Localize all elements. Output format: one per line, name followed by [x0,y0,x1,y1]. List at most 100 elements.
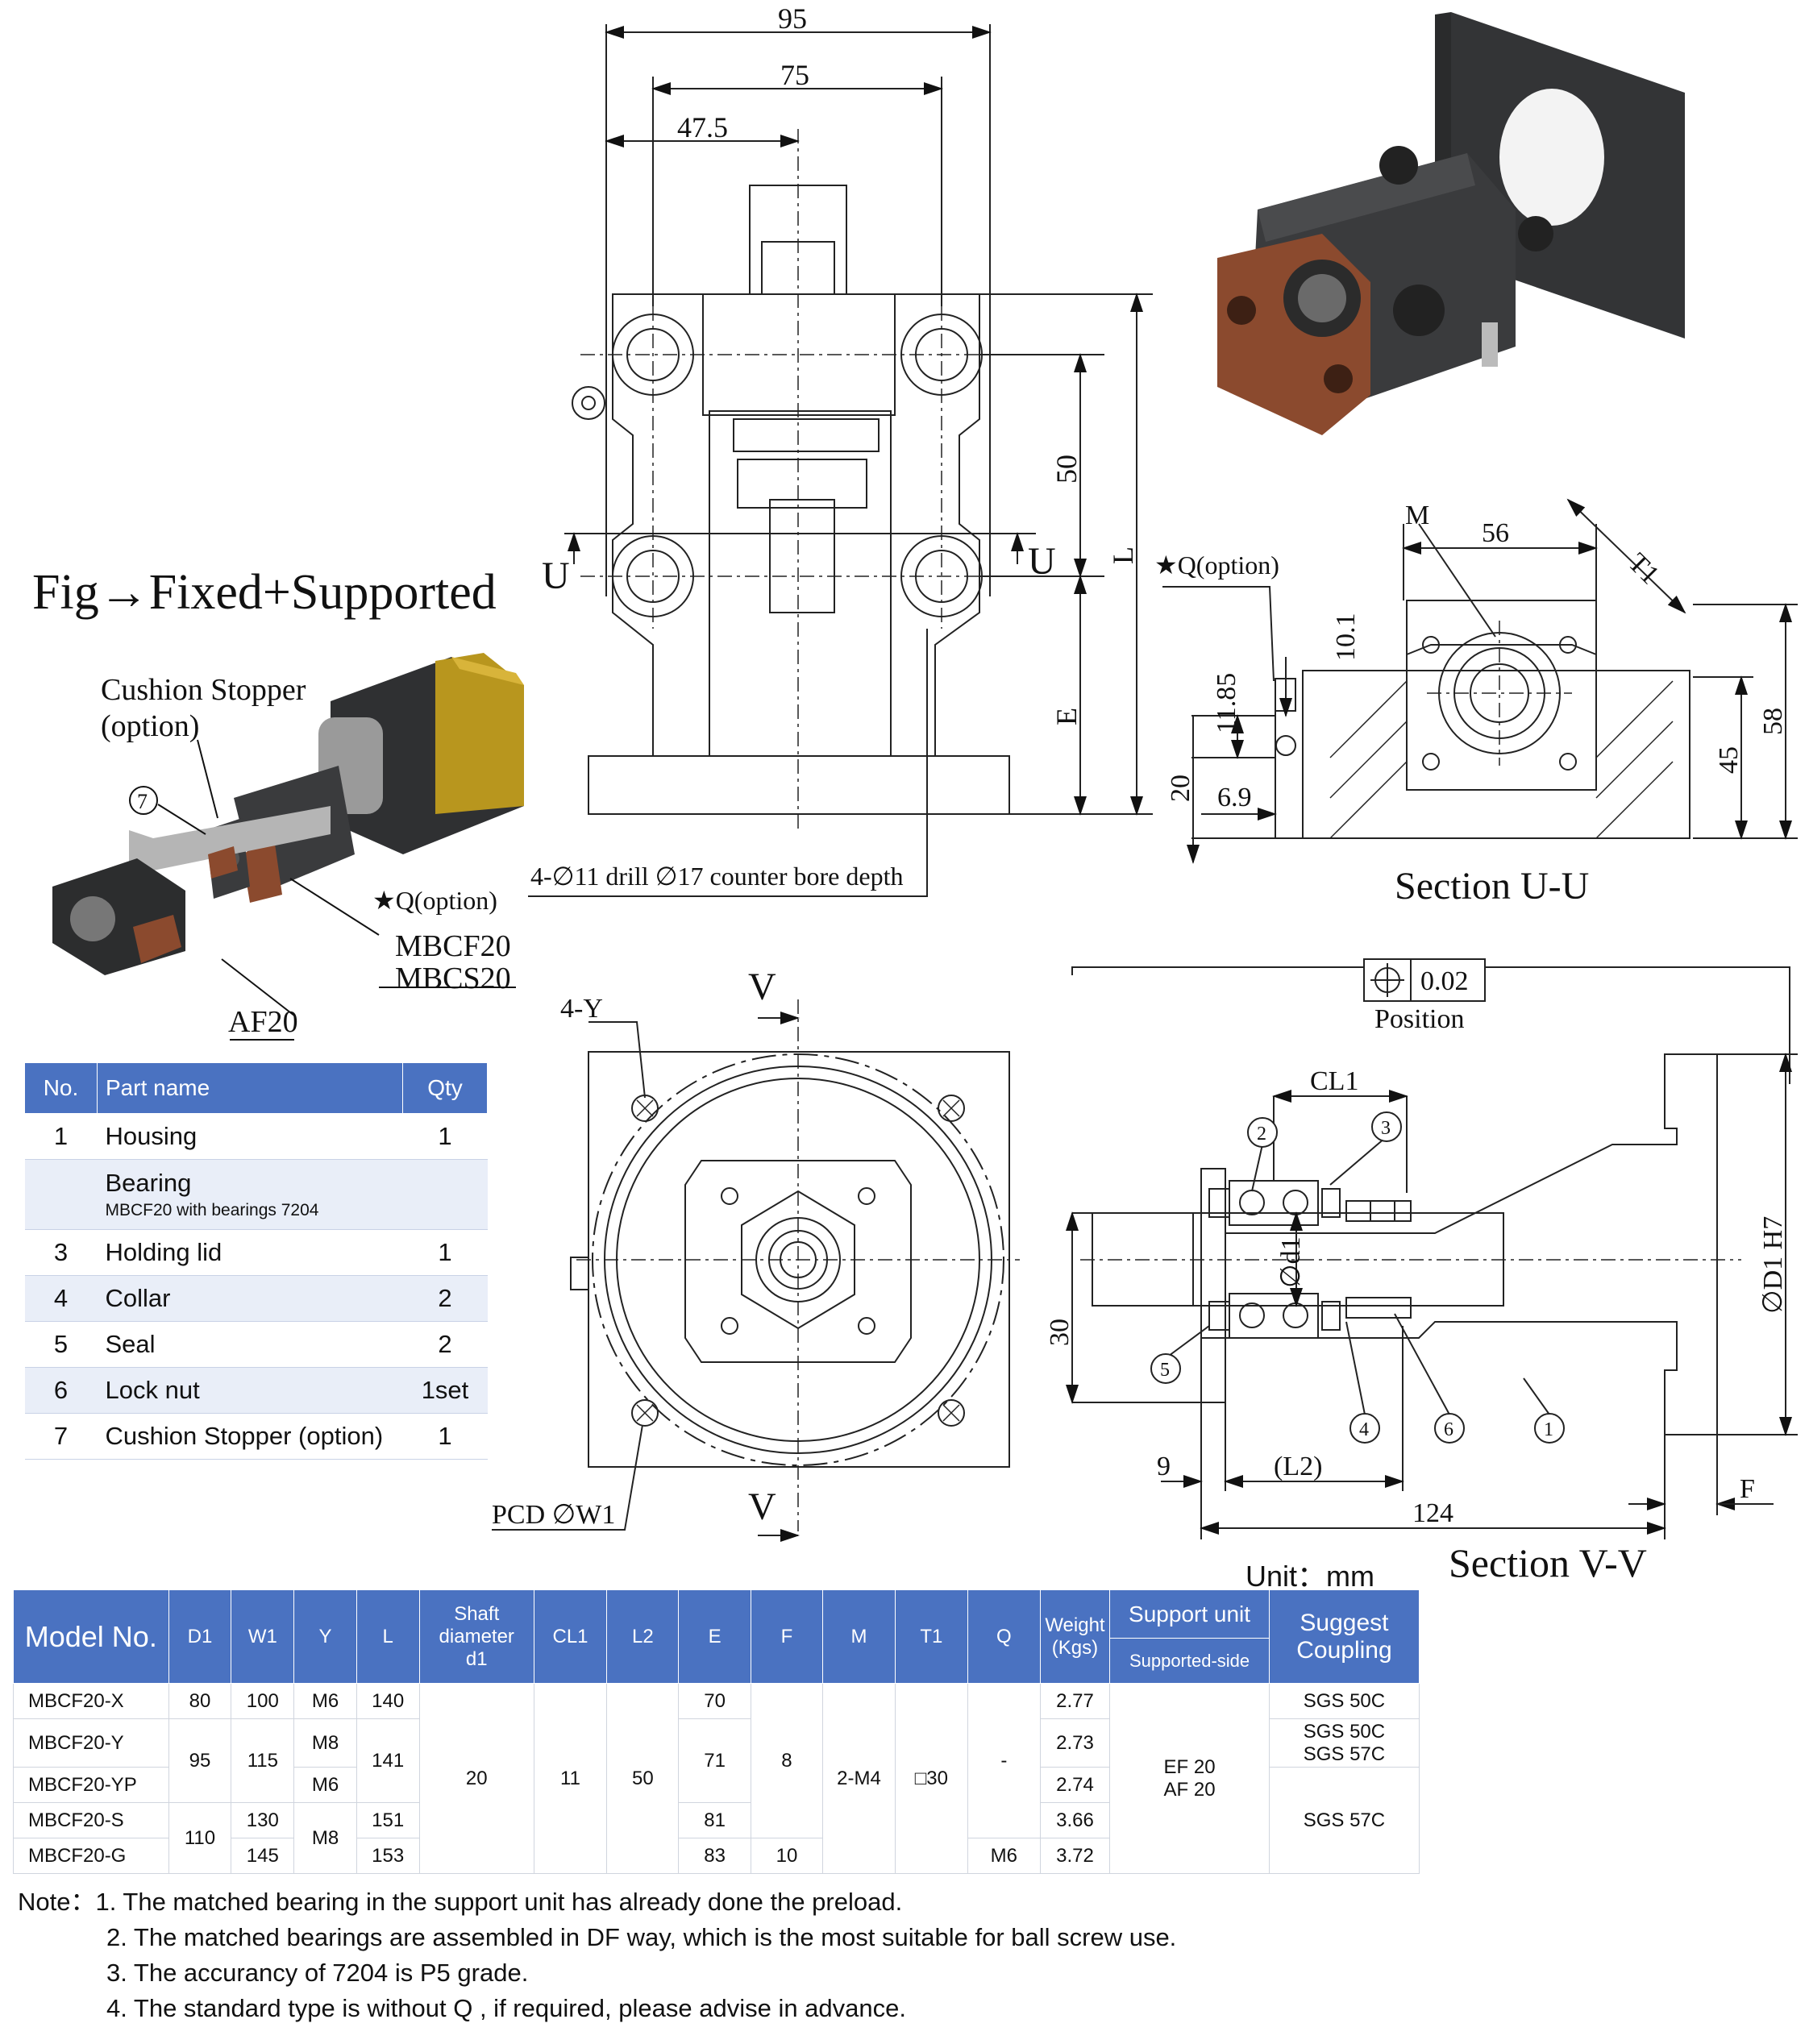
dim-L: L [1107,546,1139,564]
parts-header-no: No. [24,1062,98,1114]
label-pcd-w1: PCD ∅W1 [492,1500,615,1530]
section-vv-title: Section V-V [1449,1540,1647,1585]
cell-Q: M6 [967,1838,1041,1874]
figure-title: Fig→Fixed+Supported [32,565,497,620]
cell-CL1: 11 [533,1683,608,1874]
cell-Y: M6 [293,1683,357,1719]
flange-view [492,999,1020,1542]
cell-coupling: SGS 50C [1268,1683,1420,1719]
part-name: Bearing [105,1169,192,1197]
dim-95: 95 [778,2,807,35]
dim-124: 124 [1412,1498,1453,1528]
dim-75: 75 [780,59,809,91]
part-name: Collar [97,1275,403,1322]
parts-header-name: Part name [97,1062,403,1114]
part-name: Cushion Stopper (option) [97,1413,403,1460]
cell-L: 151 [356,1802,420,1838]
balloon-7-label: 7 [137,790,148,813]
coupling-50c: SGS 50C [1303,1720,1386,1743]
spec-header-support-sub: Supported-side [1109,1638,1270,1684]
cell-L: 140 [356,1683,420,1719]
dim-D1-H7: ∅D1 H7 [1758,1216,1788,1314]
part-no: 1 [24,1113,98,1160]
part-qty: 2 [402,1275,488,1322]
cell-D1: 80 [168,1683,232,1719]
cell-E: 70 [678,1683,751,1719]
dim-20: 20 [1166,775,1196,802]
section-vv-drawing [1066,958,1798,1539]
cell-W1: 145 [231,1838,295,1874]
dim-E: E [1050,708,1083,725]
balloon-3: 3 [1381,1118,1391,1139]
spec-header-L2: L2 [606,1589,680,1684]
callout-cushion-stopper-option: (option) [101,709,199,743]
spec-header-coupling-2: Coupling [1296,1636,1392,1664]
balloon-1: 1 [1544,1419,1553,1440]
section-vv-labels: 0.02 Position CL1 ∅d1 ∅D1 H7 30 9 (L2) F… [1045,966,1788,1528]
section-mark-v-bottom: V [748,1485,776,1528]
table-row: MBCF20-X 80 100 M6 140 20 11 50 70 8 2-M… [13,1683,1420,1874]
spec-header-model: Model No. [13,1589,169,1684]
support-af20: AF 20 [1163,1778,1216,1801]
cell-Y: M8 [293,1802,357,1874]
cell-L2: 50 [606,1683,680,1874]
front-view [528,24,1153,897]
note-text: 3. The accurancy of 7204 is P5 grade. [106,1959,529,1987]
cell-W1: 130 [231,1802,295,1838]
dim-M: M [1405,501,1429,530]
dim-d1: ∅d1 [1276,1236,1306,1288]
part-no: 6 [24,1367,98,1414]
dim-T1: T1 [1622,547,1665,590]
part-name: Lock nut [97,1367,403,1414]
section-mark-u-right: U [1028,540,1056,583]
cell-shaft: 20 [418,1683,534,1874]
spec-header-L: L [356,1589,420,1684]
spec-header-Q: Q [967,1589,1041,1684]
model-no: MBCF20-Y [13,1718,169,1768]
cell-Y: M6 [293,1767,357,1803]
balloon-4: 4 [1359,1419,1369,1440]
spec-header-support: Support unit [1109,1589,1270,1639]
flange-view-labels: 4-Y V V PCD ∅W1 [492,966,776,1530]
cell-weight: 2.74 [1039,1767,1111,1803]
part-no: 3 [24,1229,98,1276]
balloon-7 [129,786,158,815]
part-qty: 2 [402,1321,488,1368]
product-render-3d [1217,12,1685,435]
note-text: 4. The standard type is without Q , if r… [106,1994,906,2022]
cell-D1: 110 [168,1802,232,1874]
balloon-2: 2 [1257,1124,1266,1145]
table-row: MBCF20-G 145 153 83 10 M6 3.72 [13,1838,1420,1874]
spec-header-weight: Weight(Kgs) [1039,1589,1111,1684]
cell-L: 141 [356,1718,420,1803]
front-view-labels: 95 75 47.5 50 L E U U 4-∅11 drill ∅17 co… [530,2,1139,891]
dim-30: 30 [1045,1319,1075,1346]
model-no: MBCF20-X [13,1683,169,1719]
cell-D1: 95 [168,1718,232,1803]
callout-model-a: MBCF20 [395,929,511,963]
part-qty: 1 [402,1413,488,1460]
dim-45: 45 [1714,746,1744,774]
dim-11-85: 11.85 [1212,673,1241,733]
balloon-6: 6 [1444,1419,1453,1440]
cell-weight: 3.72 [1039,1838,1111,1874]
cell-T1: □30 [894,1683,969,1874]
callout-model-b: MBCS20 [395,962,511,995]
balloon-5: 5 [1160,1360,1170,1381]
dim-L2: (L2) [1274,1452,1322,1481]
dim-6-9: 6.9 [1217,783,1252,812]
callout-support: AF20 [228,1005,298,1039]
cell-M: 2-M4 [822,1683,896,1874]
part-no [24,1159,98,1230]
